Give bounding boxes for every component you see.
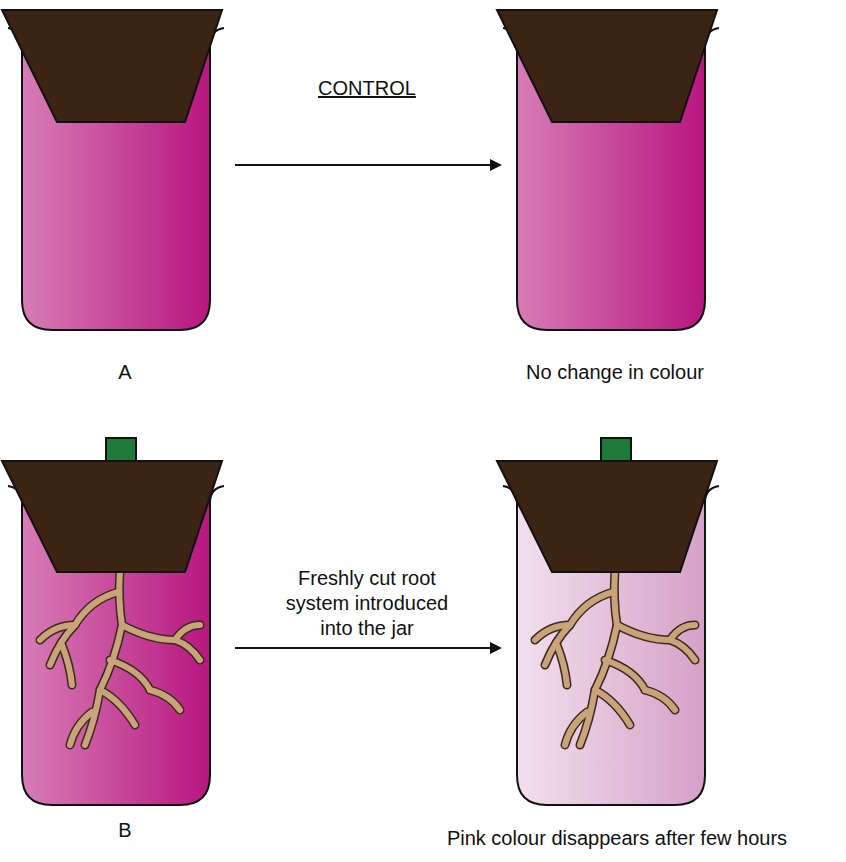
result-label: Pink colour disappears after few hours bbox=[447, 826, 787, 851]
jar-letter: A bbox=[118, 360, 131, 385]
jar bbox=[2, 10, 224, 330]
jar-with-roots bbox=[2, 438, 224, 805]
arrow bbox=[235, 647, 500, 649]
result-label: No change in colour bbox=[526, 360, 704, 385]
title-label: CONTROL bbox=[318, 76, 416, 101]
jar-with-roots bbox=[497, 438, 719, 805]
arrow bbox=[235, 164, 500, 166]
step-label: Freshly cut root system introduced into … bbox=[272, 566, 462, 641]
jar bbox=[497, 10, 719, 330]
jar-letter: B bbox=[118, 818, 131, 843]
